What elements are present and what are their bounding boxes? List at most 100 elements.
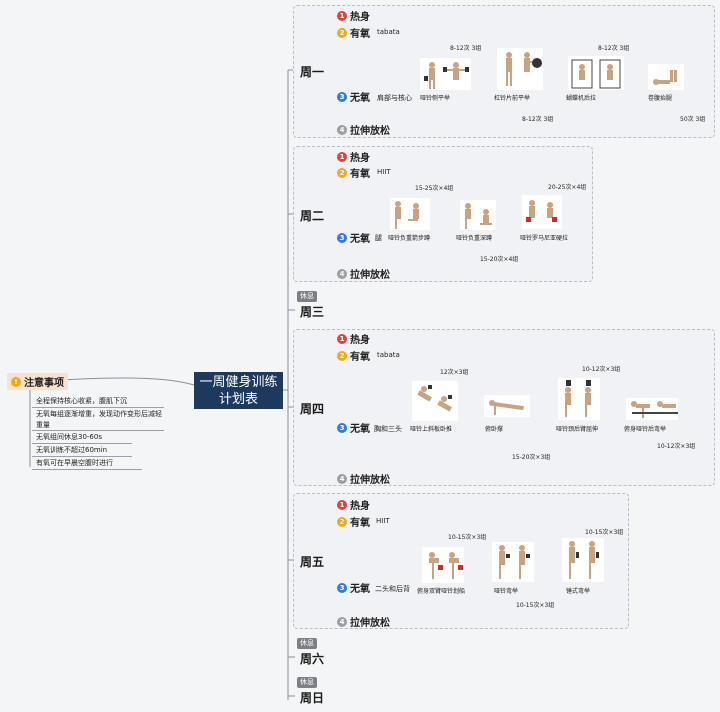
warmup-label: 热身 bbox=[350, 12, 370, 23]
rep-label: 10-15次×3组 bbox=[516, 602, 555, 609]
note-item: 无氧组间休息30-60s bbox=[36, 433, 102, 441]
aerobic-type: tabata bbox=[377, 28, 400, 36]
day-friday[interactable]: 周五 bbox=[300, 555, 325, 569]
exercise-label: 卷腹抬腿 bbox=[648, 95, 673, 102]
stretch-label: 拉伸放松 bbox=[350, 618, 390, 629]
number-4-icon: 4 bbox=[337, 616, 347, 627]
anaerobic-focus: 二头和后背 bbox=[375, 585, 410, 593]
number-2-icon: 2 bbox=[337, 27, 347, 38]
anaerobic-label: 无氧 bbox=[350, 424, 370, 435]
number-1-icon: 1 bbox=[337, 333, 347, 344]
number-3-icon: 3 bbox=[337, 91, 347, 102]
number-2-icon: 2 bbox=[337, 167, 347, 178]
anaerobic-focus: 胸和三头 bbox=[374, 425, 402, 433]
exercise-illustration bbox=[568, 56, 624, 90]
rest-tag: 休息 bbox=[297, 291, 317, 302]
exercise-illustration bbox=[558, 378, 600, 420]
note-divider bbox=[32, 407, 164, 408]
note-item: 全程保持核心收紧，腹肌下沉 bbox=[36, 397, 127, 405]
day-saturday[interactable]: 周六 bbox=[300, 652, 325, 666]
number-2-icon: 2 bbox=[337, 350, 347, 361]
exclamation-icon: ! bbox=[11, 376, 21, 387]
number-1-icon: 1 bbox=[337, 151, 347, 162]
exercise-illustration bbox=[420, 58, 471, 90]
rep-label: 8-12次 3组 bbox=[598, 45, 630, 52]
exercise-label: 哑铃负重深蹲 bbox=[456, 235, 493, 242]
day-wednesday[interactable]: 周三 bbox=[300, 305, 325, 319]
exercise-label: 哑铃侧平举 bbox=[420, 95, 451, 102]
number-3-icon: 3 bbox=[337, 582, 347, 593]
stretch-label: 拉伸放松 bbox=[350, 475, 390, 486]
exercise-label: 杠铃片前平举 bbox=[494, 95, 531, 102]
rep-label: 8-12次 3组 bbox=[450, 45, 482, 52]
number-3-icon: 3 bbox=[337, 422, 347, 433]
note-divider bbox=[32, 469, 142, 470]
aerobic-label: 有氧 bbox=[350, 352, 370, 363]
rep-label: 10-12次×3组 bbox=[657, 443, 696, 450]
aerobic-label: 有氧 bbox=[350, 518, 370, 529]
warmup-label: 热身 bbox=[350, 501, 370, 512]
exercise-illustration bbox=[497, 48, 543, 90]
note-divider bbox=[32, 430, 164, 431]
warmup-label: 热身 bbox=[350, 335, 370, 346]
day-tuesday[interactable]: 周二 bbox=[300, 209, 325, 223]
number-4-icon: 4 bbox=[337, 268, 347, 279]
exercise-label: 哑铃弯举 bbox=[494, 588, 519, 595]
rest-tag: 休息 bbox=[297, 638, 317, 649]
exercise-label: 蝴蝶机后拉 bbox=[566, 95, 597, 102]
exercise-illustration bbox=[390, 198, 430, 230]
aerobic-label: 有氧 bbox=[350, 169, 370, 180]
anaerobic-label: 无氧 bbox=[350, 234, 370, 245]
rep-label: 10-15次×3组 bbox=[448, 534, 487, 541]
exercise-illustration bbox=[522, 195, 562, 229]
number-4-icon: 4 bbox=[337, 124, 347, 135]
exercise-label: 哑铃颈后臂屈伸 bbox=[556, 426, 599, 433]
day-sunday[interactable]: 周日 bbox=[300, 691, 325, 705]
day-monday[interactable]: 周一 bbox=[300, 65, 325, 79]
exercise-illustration bbox=[460, 200, 496, 230]
exercise-label: 俯身哑铃后弯举 bbox=[624, 426, 667, 433]
exercise-label: 哑铃上斜板卧推 bbox=[410, 426, 453, 433]
rep-label: 10-15次×3组 bbox=[585, 529, 624, 536]
note-item: 无氧每组逐渐增重，发现动作变形后减轻重量 bbox=[36, 410, 162, 429]
day-thursday[interactable]: 周四 bbox=[300, 402, 325, 416]
central-topic-line1: 一周健身训练 bbox=[199, 375, 278, 390]
rep-label: 20-25次×4组 bbox=[548, 184, 587, 191]
anaerobic-label: 无氧 bbox=[350, 584, 370, 595]
rep-label: 50次 3组 bbox=[680, 116, 706, 123]
exercise-label: 哑铃负重箭步蹲 bbox=[388, 235, 431, 242]
exercise-label: 哑铃罗马尼亚硬拉 bbox=[520, 235, 569, 242]
anaerobic-label: 无氧 bbox=[350, 93, 370, 104]
number-1-icon: 1 bbox=[337, 499, 347, 510]
notes-title[interactable]: ! 注意事项 bbox=[7, 373, 68, 390]
stretch-label: 拉伸放松 bbox=[350, 126, 390, 137]
aerobic-type: tabata bbox=[377, 351, 400, 359]
notes-title-label: 注意事项 bbox=[24, 378, 64, 389]
rep-label: 12次×3组 bbox=[440, 369, 469, 376]
exercise-label: 俯身双臂哑铃划船 bbox=[417, 588, 466, 595]
exercise-illustration bbox=[492, 542, 534, 582]
central-topic[interactable]: 一周健身训练 计划表 bbox=[194, 372, 283, 409]
exercise-label: 锤式弯举 bbox=[566, 588, 591, 595]
rep-label: 8-12次 3组 bbox=[522, 116, 554, 123]
exercise-illustration bbox=[484, 395, 530, 417]
exercise-illustration bbox=[626, 398, 678, 420]
exercise-illustration bbox=[422, 547, 464, 583]
exercise-illustration bbox=[412, 381, 458, 421]
